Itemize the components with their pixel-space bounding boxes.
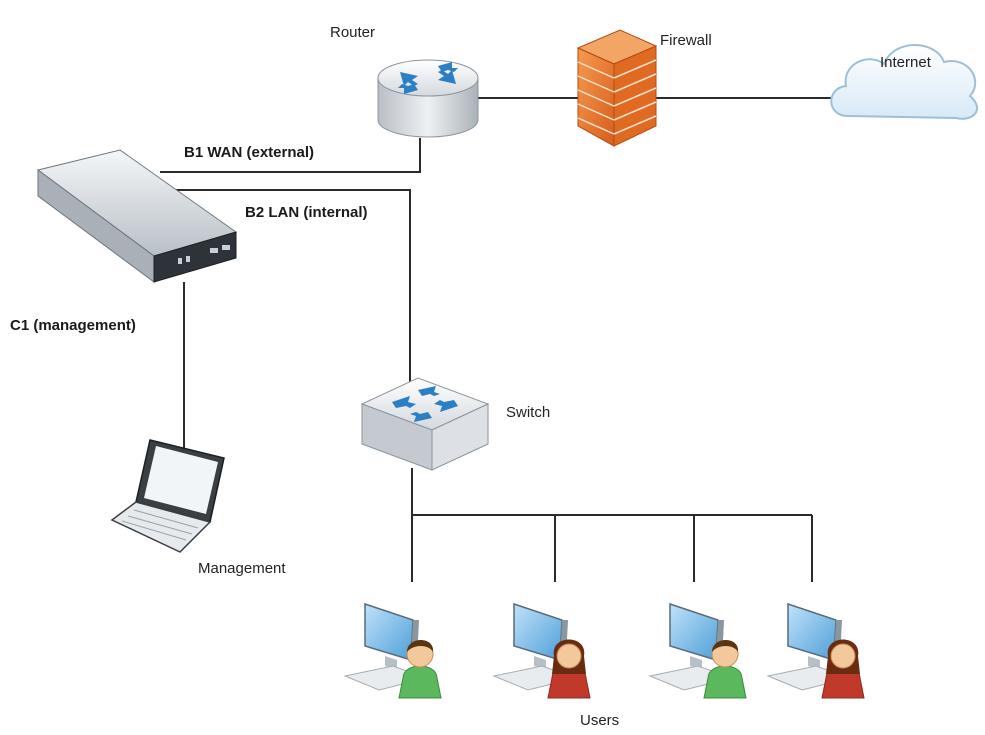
internet-label: Internet (880, 54, 931, 71)
switch-label: Switch (506, 404, 551, 421)
user-workstation-icon (343, 602, 442, 699)
router-icon (377, 59, 479, 138)
router-label: Router (330, 24, 376, 41)
switch-icon (360, 377, 490, 471)
b1-wan-label: B1 WAN (external) (184, 144, 315, 161)
b2-lan-link (160, 189, 411, 398)
appliance-icon (36, 149, 238, 283)
user-workstation-icon (492, 602, 591, 699)
user-workstation-icon (766, 602, 865, 699)
connection-lines (160, 97, 840, 582)
c1-management-label: C1 (management) (10, 317, 136, 334)
firewall-label: Firewall (660, 32, 712, 49)
management-label: Management (198, 560, 286, 577)
cloud-icon (830, 44, 978, 120)
firewall-icon (576, 29, 658, 147)
b2-lan-label: B2 LAN (internal) (245, 204, 368, 221)
b1-wan-link (160, 138, 421, 173)
user-workstation-icon (648, 602, 747, 699)
users-label: Users (580, 712, 620, 729)
laptop-icon (110, 439, 225, 553)
